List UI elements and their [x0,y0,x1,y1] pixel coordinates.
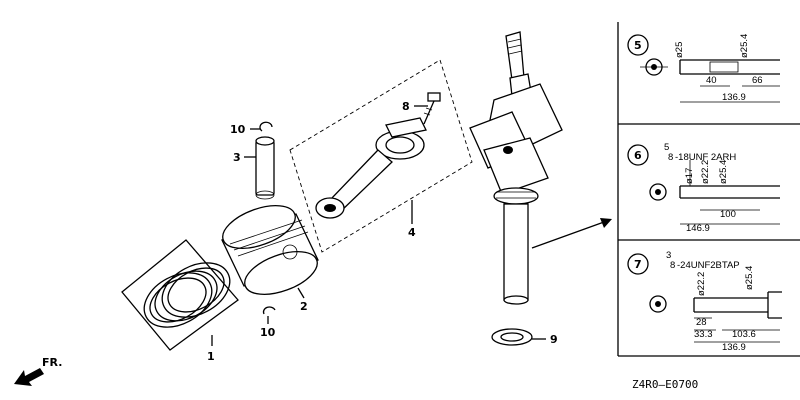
v5-length-a: 40 [706,75,717,86]
piston [221,205,319,299]
crankshaft [469,31,563,305]
v6-thread-spec: -18UNF 2ARH [675,152,736,163]
connecting-rod [289,59,473,253]
v6-length-a: 100 [720,209,736,220]
v7-length-a: 28 [696,317,707,328]
v6-diameter-2: ø22.2 [700,160,711,184]
v6-thread-fraction-num: 5 [664,142,669,153]
drawing-code: Z4R0—E0700 [632,378,698,391]
variant-panels [617,22,800,357]
variant-number-6: 6 [634,149,642,162]
front-direction-label: FR. [42,356,62,369]
callout-washer: 9 [550,333,558,346]
variant-panel-6: 6 5 8 -18UNF 2ARH ø17 ø22.2 ø25.4 100 14… [627,142,780,234]
v5-total-length: 136.9 [722,92,746,103]
v5-diameter-large: ø25.4 [739,34,750,58]
v7-diameter-1: ø22.2 [696,272,707,296]
v7-thread-fraction-den: 8 [670,260,675,271]
v7-thread-fraction-num: 3 [666,250,671,261]
v5-diameter-small: ø25 [674,42,685,58]
washer [491,328,546,346]
v7-length-b: 33.3 [694,329,713,340]
callout-clip-upper: 10 [230,123,246,136]
callout-piston-pin: 3 [233,151,241,164]
v5-length-b: 66 [752,75,763,86]
callout-piston: 2 [300,300,308,313]
piston-rings [121,239,239,351]
pin-clip-upper [250,121,273,132]
callout-piston-rings: 1 [207,350,215,363]
callout-connecting-rod: 4 [408,226,416,239]
variant-panel-5: 5 ø25 ø25.4 40 66 136.9 [627,34,780,103]
callout-rod-bolt: 8 [402,100,410,113]
v6-diameter-3: ø25.4 [718,160,729,184]
v7-total-length: 136.9 [722,342,746,353]
variant-number-7: 7 [634,258,642,271]
v7-diameter-2: ø25.4 [744,266,755,290]
variant-pointer-arrow [531,218,612,249]
front-direction-arrow-icon [14,368,44,386]
v7-thread-spec: -24UNF2BTAP [677,260,740,271]
v6-total-length: 146.9 [686,223,710,234]
v7-length-c: 103.6 [732,329,756,340]
rod-bolt [414,92,441,125]
variant-number-5: 5 [634,39,642,52]
v6-thread-fraction-den: 8 [668,152,673,163]
variant-panel-7: 7 3 8 -24UNF2BTAP ø22.2 ø25.4 28 33.3 10… [627,250,782,353]
v6-diameter-1: ø17 [684,168,695,184]
callout-clip-lower: 10 [260,326,276,339]
piston-pin [244,136,275,200]
pin-clip-lower [262,306,276,324]
